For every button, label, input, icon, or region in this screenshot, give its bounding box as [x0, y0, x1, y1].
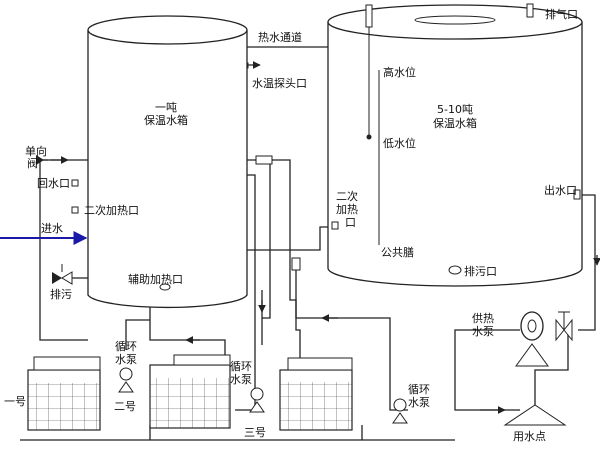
secondary-heating-pipe: [247, 226, 333, 251]
secondary-heating-right-label-1: 二次: [336, 189, 358, 203]
unit-3-top: [287, 357, 353, 371]
bottom-pipe: [149, 300, 226, 355]
circ-pump-2-label-b: 水泵: [230, 373, 252, 386]
supply-pump-base: [515, 343, 549, 367]
loop-pipe-d: [295, 265, 301, 360]
drain-port-right-marker: [448, 265, 462, 275]
aux-heating-port-label: 辅助加热口: [128, 272, 183, 286]
unit-2-top: [173, 354, 231, 366]
pump-1-base: [118, 381, 134, 393]
pump-2-icon: [250, 387, 264, 401]
drain-right-label: 排污口: [464, 264, 497, 278]
circ-pump-2-label-a: 循环: [230, 360, 252, 373]
secondary-heating-right-label-2: 加热: [336, 203, 358, 216]
water-point: [503, 404, 567, 426]
secondary-heating-port-left: [71, 206, 79, 214]
pump-2-base: [249, 401, 265, 413]
level-probe-cap: [365, 4, 373, 28]
supply-pump-label-a: 供热: [472, 311, 494, 325]
supply-pipe: [454, 329, 520, 411]
one-way-valve-label-2: 阀: [27, 156, 38, 170]
exhaust-port-label: 排气口: [545, 7, 578, 21]
pump1-pipe: [125, 319, 150, 350]
one-way-valve-label-1: 单向: [25, 144, 47, 158]
water-point-label: 用水点: [513, 430, 546, 443]
hot-water-channel-label: 热水通道: [258, 30, 302, 44]
aux-heating-port-marker: [159, 283, 171, 291]
outlet-port-marker: [573, 189, 581, 200]
heat-pump-units: [27, 354, 353, 431]
common-port-label: 公共膳: [381, 245, 414, 259]
small-tank: 一吨 保温水箱: [71, 15, 248, 309]
small-tank-top: [87, 15, 248, 45]
drain-valve-left: [52, 272, 62, 284]
check-valve-top: [255, 155, 273, 165]
secondary-heating-left-label: 二次加热口: [84, 203, 139, 217]
water-point-icon: [503, 404, 567, 426]
secondary-heating-right-label-3: 口: [345, 216, 356, 229]
circ-pump-3-label-a: 循环: [408, 383, 430, 396]
unit-1-top: [33, 356, 101, 371]
inline-valve: [291, 257, 301, 271]
unit-3-label: 三号: [244, 426, 266, 439]
large-tank-title-2: 保温水箱: [433, 116, 477, 130]
supply-pipe-return: [534, 330, 569, 405]
return-port-marker: [71, 179, 79, 187]
circ-pump-1-label-a: 循环: [115, 340, 137, 353]
circulation-pump-3: [392, 398, 408, 424]
temp-probe-port-label: 水温探头口: [252, 77, 307, 90]
drain-left-label: 排污: [50, 287, 72, 301]
low-level-float: [366, 134, 372, 140]
large-tank-top: [327, 4, 583, 40]
pump-3-base: [392, 412, 408, 424]
one-way-valve-icon: [36, 155, 44, 165]
supply-pump-hub: [527, 319, 537, 333]
unit-3-grille: [280, 382, 352, 430]
unit-1-grille: [28, 383, 100, 430]
fittings: [36, 155, 301, 285]
loop-pipe-b: [235, 174, 256, 411]
pipes: [20, 46, 600, 441]
water-inlet-label: 进水: [41, 222, 63, 235]
water-outlet-label: 出水口: [544, 183, 577, 197]
large-tank: 5-10吨 保温水箱: [327, 3, 583, 287]
supply-pump-label-b: 水泵: [472, 325, 494, 338]
loop-pipe-a: [247, 159, 271, 319]
return-port-label: 回水口: [37, 177, 70, 190]
exhaust-port-marker: [526, 3, 534, 18]
small-tank-body: [87, 30, 248, 309]
unit-2-grille: [150, 378, 230, 428]
small-tank-title-2: 保温水箱: [144, 113, 188, 127]
low-water-level-label: 低水位: [383, 136, 416, 150]
labels: 热水通道 水温探头口 排气口 高水位 低水位 二次 加热 口 公共膳 排污口 出…: [4, 7, 578, 443]
unit-1-label: 一号: [4, 395, 26, 408]
large-tank-hatch: [414, 15, 496, 25]
large-tank-title-1: 5-10吨: [437, 103, 473, 116]
large-tank-body: [327, 22, 583, 287]
secondary-heating-port-right: [331, 221, 339, 230]
circ-pump-3-label-b: 水泵: [408, 396, 430, 409]
small-tank-title-1: 一吨: [155, 101, 177, 114]
pump-3-icon: [393, 398, 407, 412]
supply-pump: [515, 311, 573, 367]
circulation-pump-2: [249, 387, 265, 413]
circulation-pump-1: [118, 367, 134, 393]
high-water-level-label: 高水位: [383, 65, 416, 79]
pump-1-icon: [119, 367, 133, 381]
drain-valve-right: [61, 271, 73, 285]
circ-pump-1-label-b: 水泵: [115, 353, 137, 366]
unit-2-label: 二号: [114, 400, 136, 413]
